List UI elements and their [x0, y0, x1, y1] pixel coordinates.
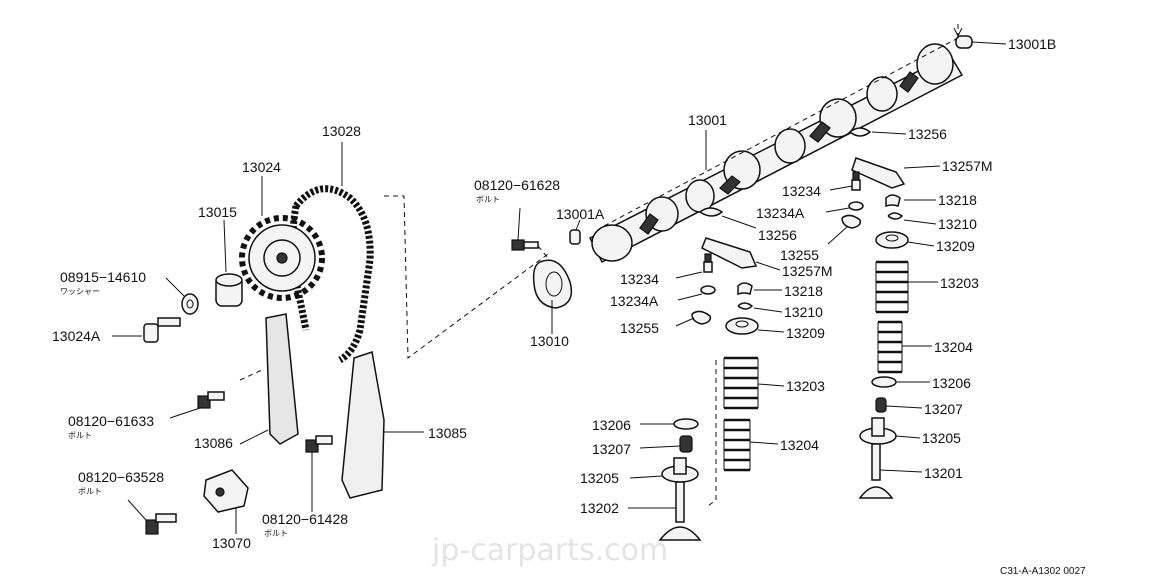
pad-13255-top: [841, 214, 862, 229]
label-13234-left: 13234: [620, 271, 659, 287]
cover-plate-13010: [532, 259, 573, 309]
washer-08915-14610: [181, 293, 199, 315]
label-13209-left: 13209: [786, 325, 825, 341]
rocker-arm-13257m-mid: [701, 237, 758, 269]
spring-13203-right: [875, 260, 909, 314]
bolt-08120-61628: [511, 239, 539, 251]
spring-seat-13206-right: [871, 376, 897, 388]
label-13001b: 13001B: [1008, 36, 1056, 52]
spring-13204-right: [877, 320, 903, 374]
label-08120-61628: 08120−61628: [474, 177, 560, 193]
camshaft: [588, 43, 964, 264]
footer-code: C31-A-A1302 0027: [1000, 566, 1086, 577]
tensioner-13070: [203, 469, 249, 513]
label-13010: 13010: [530, 333, 569, 349]
label-13207-right: 13207: [924, 401, 963, 417]
label-08120-61633: 08120−61633: [68, 413, 154, 429]
bolt-08120-61428: [305, 435, 333, 453]
spacer-13015: [215, 273, 243, 307]
label-13205-right: 13205: [922, 430, 961, 446]
plug-13001b: [955, 35, 973, 49]
label-13024a: 13024A: [52, 328, 101, 344]
label-13257m-top: 13257M: [942, 158, 993, 174]
chain-guide-13086: [265, 313, 299, 445]
seal-13210-left: [737, 302, 754, 310]
label-08915-14610: 08915−14610: [60, 269, 146, 285]
label-13204-left: 13204: [780, 437, 819, 453]
label-13203-right: 13203: [940, 275, 979, 291]
sub-bolt-1: ボルト: [476, 195, 500, 204]
label-13024: 13024: [242, 159, 281, 175]
label-08120-63528: 08120−63528: [78, 469, 164, 485]
label-13203-left: 13203: [786, 378, 825, 394]
label-13209-right: 13209: [936, 238, 975, 254]
sub-washer: ワッシャー: [60, 287, 100, 296]
watermark: jp-carparts.com: [431, 533, 668, 568]
label-13218-right: 13218: [938, 192, 977, 208]
nut-13234a-top: [848, 201, 864, 211]
label-13206-left: 13206: [592, 417, 631, 433]
spring-13204-left: [723, 418, 751, 472]
label-13070: 13070: [212, 535, 251, 551]
label-13205-left: 13205: [580, 470, 619, 486]
label-13210-left: 13210: [784, 304, 823, 320]
label-13207-left: 13207: [592, 441, 631, 457]
label-08120-61428: 08120−61428: [262, 511, 348, 527]
label-13015: 13015: [198, 204, 237, 220]
label-13206-right: 13206: [932, 375, 971, 391]
intake-valve-13202: [658, 481, 702, 541]
label-13201: 13201: [924, 465, 963, 481]
spring-13203-left: [723, 356, 759, 410]
valve-guide-13205-left: [661, 457, 699, 483]
keeper-13218-right: [885, 194, 901, 208]
bolt-08120-61633: [197, 391, 225, 409]
exhaust-valve-13201: [858, 443, 894, 499]
stem-seal-13207-left: [679, 435, 693, 453]
label-13255-right: 13255: [780, 247, 819, 263]
sub-bolt-3: ボルト: [78, 487, 102, 496]
label-13204-right: 13204: [934, 339, 973, 355]
clip-13256-top: [849, 127, 872, 137]
stem-seal-13207-right: [875, 397, 887, 413]
plug-13001a: [569, 229, 581, 245]
sub-bolt-2: ボルト: [68, 431, 92, 440]
adjust-screw-13234-mid: [703, 253, 713, 273]
spring-seat-13206-left: [673, 418, 699, 430]
label-13257m-mid: 13257M: [782, 263, 833, 279]
label-13210-right: 13210: [938, 216, 977, 232]
pad-13255-mid: [691, 310, 712, 325]
label-13255-left: 13255: [620, 320, 659, 336]
label-13218-left: 13218: [784, 283, 823, 299]
valve-guide-13205-right: [859, 417, 897, 445]
label-13001a: 13001A: [556, 206, 605, 222]
retainer-13209-right: [875, 231, 909, 249]
bolt-08120-63528: [145, 513, 177, 535]
seal-13210-right: [887, 212, 904, 220]
label-13001: 13001: [688, 112, 727, 128]
label-13028: 13028: [322, 123, 361, 139]
keeper-13218-left: [737, 282, 753, 296]
label-13085: 13085: [428, 425, 467, 441]
label-13256-top: 13256: [908, 126, 947, 142]
rocker-arm-13257m-top: [851, 157, 906, 189]
retainer-13209-left: [725, 317, 759, 335]
label-13202: 13202: [580, 500, 619, 516]
bolt-13024a: [143, 317, 181, 343]
adjust-screw-13234-top: [851, 171, 861, 191]
sub-bolt-4: ボルト: [264, 529, 288, 538]
label-13234-right: 13234: [782, 183, 821, 199]
cam-sprocket-13024: [239, 215, 325, 301]
clip-13256-mid: [699, 207, 724, 217]
nut-13234a-mid: [700, 285, 716, 295]
label-13234a-right: 13234A: [756, 205, 805, 221]
label-13234a-left: 13234A: [610, 293, 659, 309]
label-13256-mid: 13256: [758, 227, 797, 243]
label-13086: 13086: [194, 435, 233, 451]
chain-guide-13085: [341, 351, 385, 499]
